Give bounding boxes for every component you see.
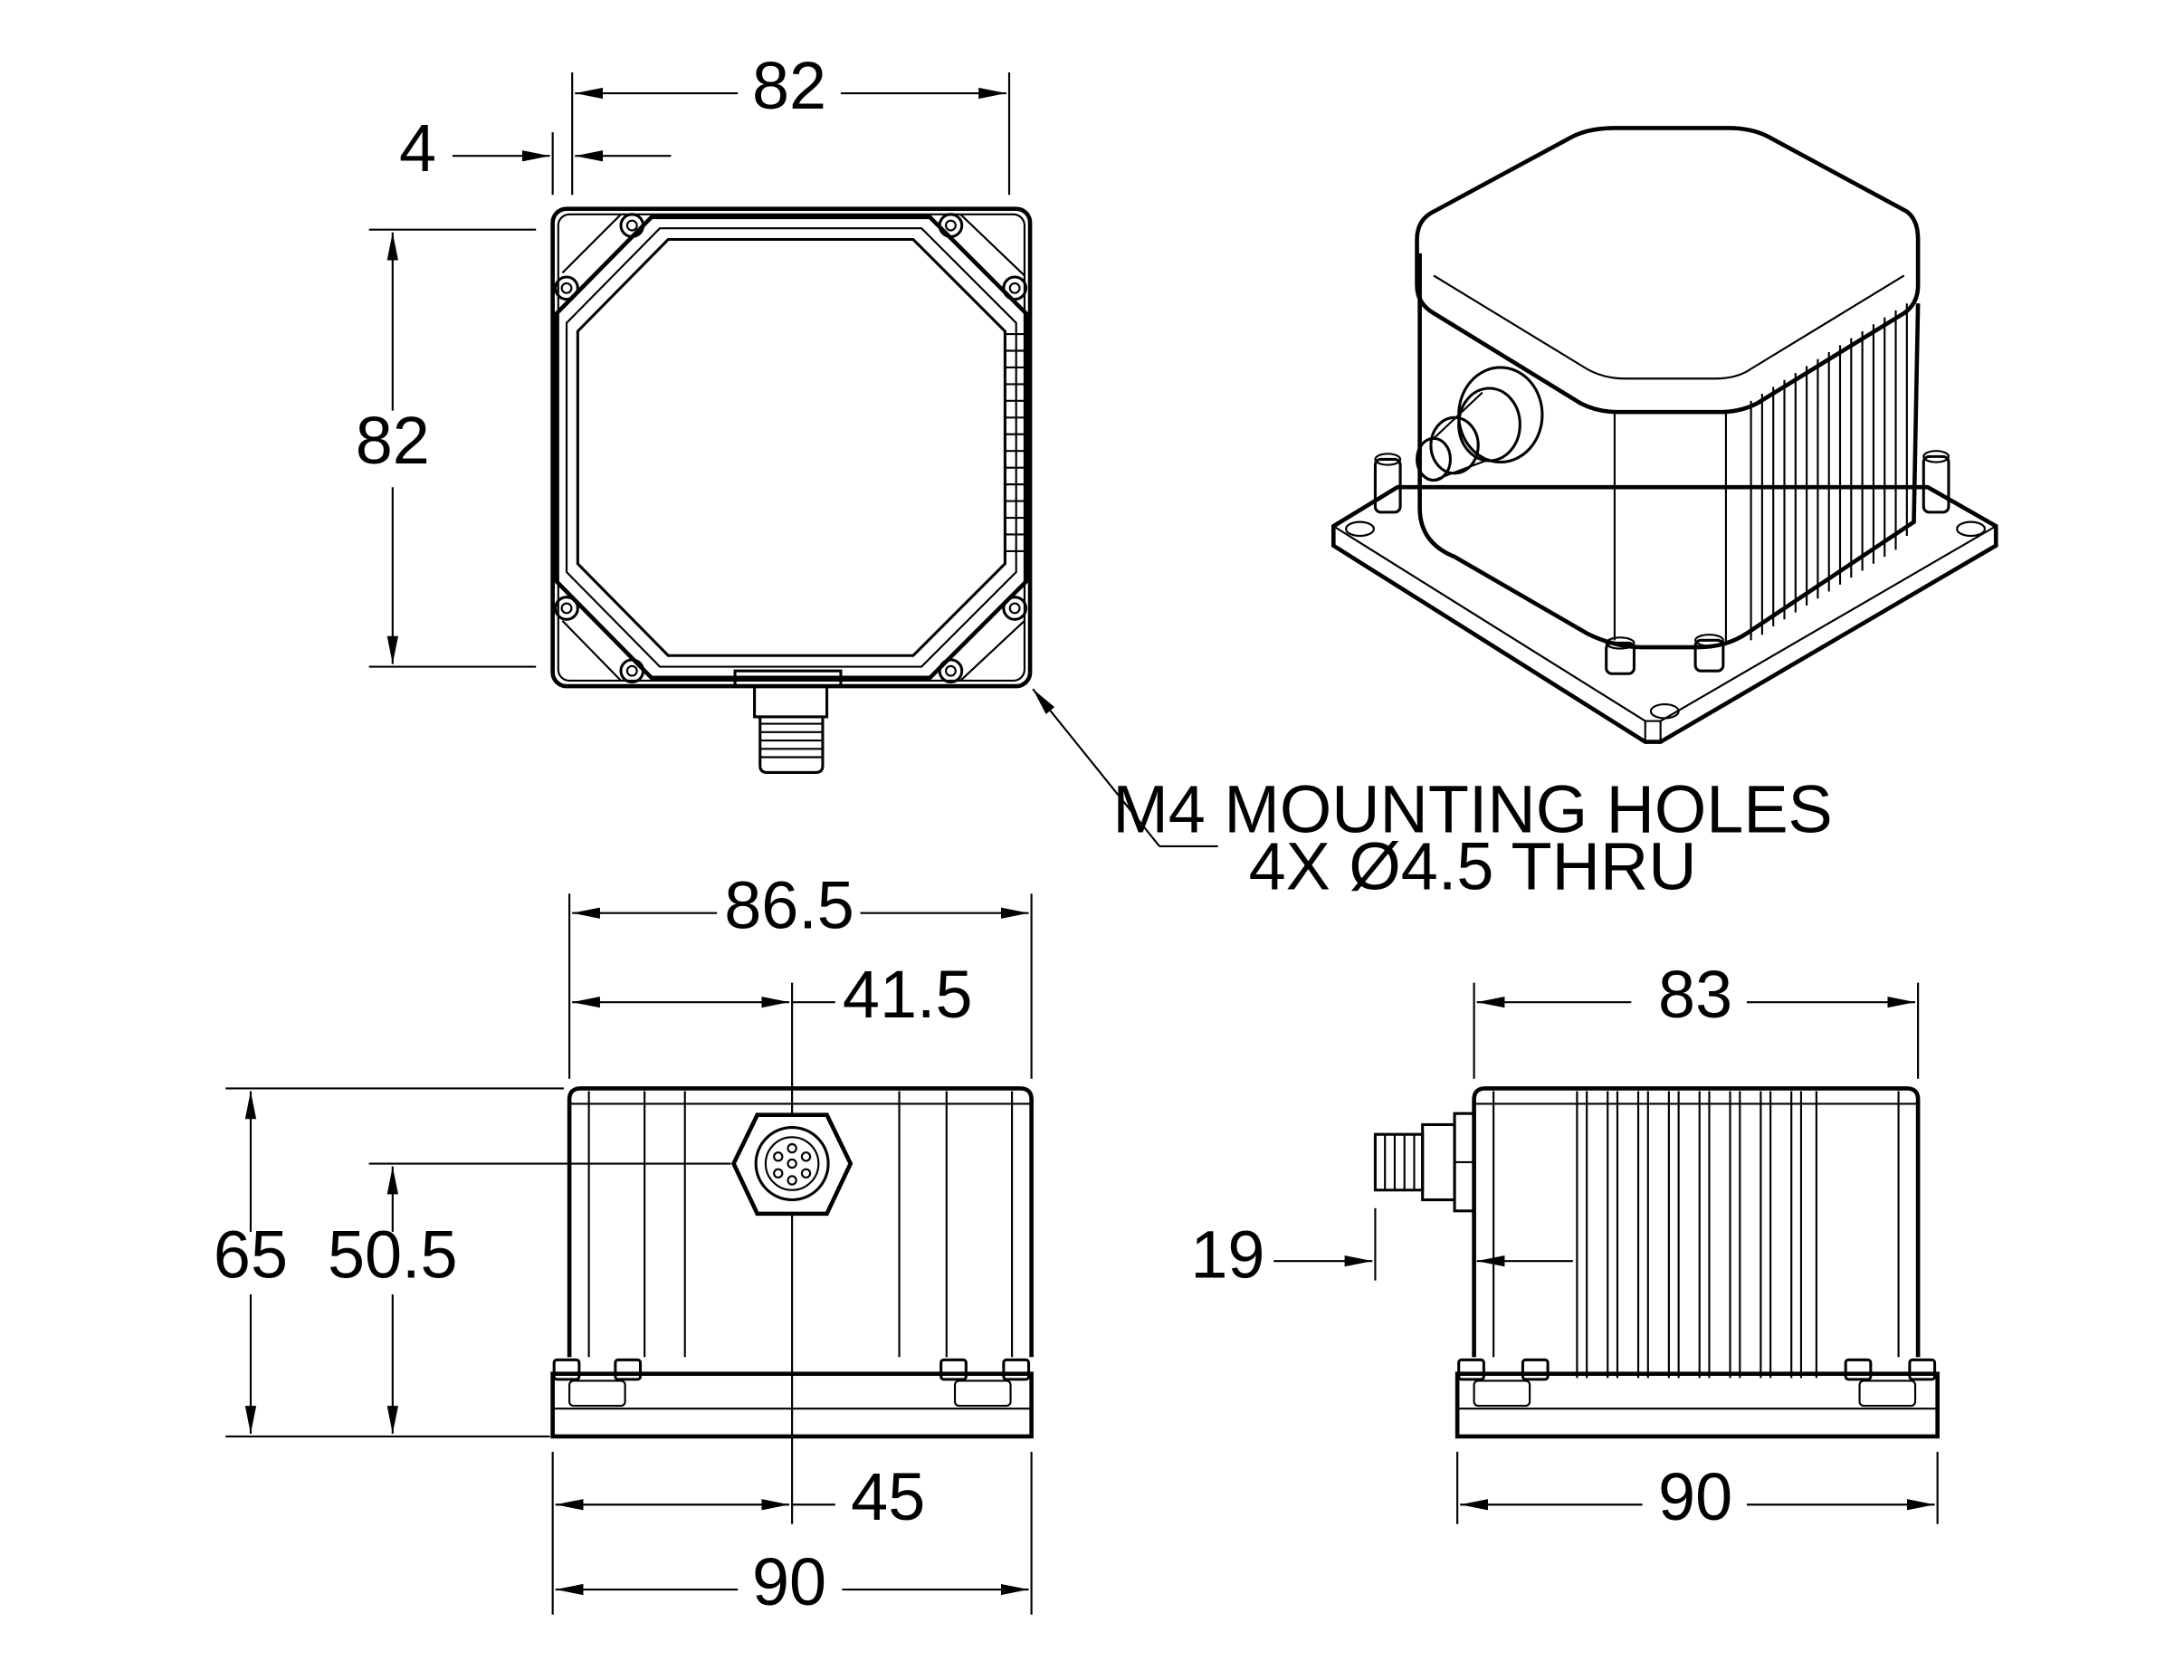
front-connector-icon — [730, 1112, 854, 1217]
dim-front-total-height: 65 — [214, 1217, 288, 1293]
isometric-fins — [1750, 303, 1908, 641]
dim-top-offset: 4 — [399, 110, 436, 186]
side-connector-icon — [1373, 1112, 1476, 1213]
top-view-dimensions: 82 4 82 — [356, 48, 1011, 668]
dim-side-connector-depth: 19 — [1190, 1217, 1264, 1293]
dim-side-body-width: 83 — [1658, 957, 1732, 1032]
callout-line-1: M4 MOUNTING HOLES — [1112, 772, 1832, 847]
dim-front-connector-offset: 41.5 — [843, 957, 973, 1032]
dim-front-total-width: 90 — [752, 1544, 826, 1619]
front-view-dimensions: 86.5 41.5 65 50.5 45 90 — [214, 868, 1033, 1619]
callout-line-2: 4X Ø4.5 THRU — [1249, 829, 1697, 904]
side-fins — [1576, 1091, 1817, 1379]
side-view-dimensions: 83 19 90 — [1190, 957, 1939, 1534]
dim-front-connector-height: 50.5 — [328, 1217, 458, 1293]
side-view — [1373, 1086, 1940, 1439]
dim-front-center-offset: 45 — [851, 1459, 925, 1534]
mounting-screw-icon — [554, 213, 1027, 684]
dim-top-height: 82 — [356, 403, 430, 478]
isometric-screws — [1373, 450, 1950, 675]
dim-side-total-width: 90 — [1658, 1459, 1732, 1534]
dim-front-upper-width: 86.5 — [724, 868, 854, 943]
mounting-holes-callout: M4 MOUNTING HOLES 4X Ø4.5 THRU — [1032, 688, 1833, 904]
isometric-connector-icon — [1416, 366, 1544, 482]
top-view — [550, 206, 1033, 774]
heatsink-fins — [1005, 332, 1031, 553]
dim-top-width: 82 — [752, 48, 826, 123]
isometric-view — [1330, 126, 1998, 744]
connector-icon — [733, 669, 843, 774]
